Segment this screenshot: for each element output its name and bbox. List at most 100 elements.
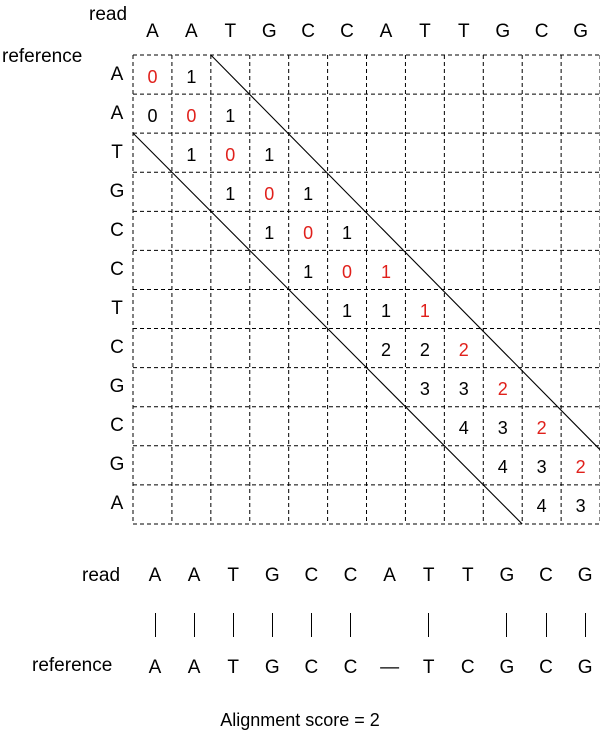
alignment-read-label: read [82,565,121,586]
alignment-reference-base-9: C [460,657,475,678]
read-base-10: G [495,21,511,42]
read-base-5: C [301,21,315,42]
alignment-match-bar [350,613,351,637]
alignment-read-base-5: C [304,565,319,586]
read-base-11: C [534,21,549,42]
matrix-cell-6-7: 1 [419,301,430,322]
read-axis-label: read [89,4,128,25]
alignment-read-base-10: G [499,565,515,586]
alignment-read-base-11: C [539,565,553,586]
matrix-cell-6-5: 1 [342,301,353,322]
matrix-cell-2-3: 1 [264,144,275,165]
reference-base-5: C [110,219,124,241]
matrix-cell-3-4: 1 [303,183,314,204]
reference-base-12: A [110,493,124,515]
alignment-match-bar [545,613,547,637]
alignment-reference-base-6: C [343,657,358,678]
matrix-cell-2-1: 1 [186,144,197,165]
read-base-1: A [146,21,159,42]
matrix-cell-0-1: 1 [186,66,197,87]
dp-matrix-grid [132,54,600,525]
alignment-match-bar [193,613,195,637]
matrix-cell-0-0: 0 [147,66,158,87]
alignment-reference-base-10: G [499,657,515,678]
matrix-cell-4-5: 1 [342,222,353,243]
reference-axis-label: reference [2,46,83,67]
alignment-read-base-4: G [264,565,280,586]
alignment-match-bar [428,613,430,637]
reference-base-6: C [110,258,124,280]
alignment-read-base-2: A [187,565,201,586]
read-base-8: T [419,21,431,42]
alignment-reference-base-12: G [577,657,593,678]
matrix-cell-4-4: 0 [303,222,314,243]
matrix-cell-4-3: 1 [264,222,275,243]
matrix-cell-11-10: 4 [536,496,547,517]
matrix-cell-8-9: 2 [497,379,508,400]
alignment-score: Alignment score = 2 [220,710,380,730]
matrix-cell-1-2: 1 [225,105,236,126]
alignment-match-bar [232,613,234,637]
matrix-cell-10-9: 4 [497,457,508,478]
matrix-cell-3-2: 1 [225,183,236,204]
matrix-cell-1-1: 0 [186,105,197,126]
alignment-read-base-3: T [227,565,239,586]
matrix-cell-5-6: 1 [380,261,391,282]
matrix-cell-6-6: 1 [380,301,391,322]
matrix-cell-2-2: 0 [225,144,236,165]
read-base-4: G [261,21,277,42]
reference-base-3: T [111,141,123,163]
reference-base-10: C [110,415,124,437]
alignment-match-bar [271,613,273,637]
reference-base-4: G [109,180,125,202]
alignment-read-base-9: T [461,565,474,586]
matrix-cell-1-0: 0 [147,105,158,126]
alignment-reference-base-1: A [148,657,162,678]
reference-base-7: T [111,298,123,320]
alignment-match-bar [506,613,508,637]
matrix-cell-9-10: 2 [536,418,547,439]
read-base-2: A [185,21,198,42]
read-base-3: T [224,21,237,42]
reference-base-1: A [110,63,124,85]
alignment-match-bar [310,613,312,637]
reference-base-2: A [110,102,124,124]
matrix-cell-9-9: 3 [497,418,508,439]
matrix-cell-9-8: 4 [458,418,469,439]
matrix-cell-8-8: 3 [458,379,469,400]
alignment-reference-base-4: G [264,657,280,678]
alignment-read-base-8: T [422,565,435,586]
matrix-cell-7-8: 2 [458,340,469,361]
read-base-9: T [458,21,470,42]
reference-base-8: C [110,337,124,359]
alignment-gap: — [380,657,400,678]
reference-base-11: G [109,454,125,476]
alignment-reference-base-2: A [187,657,201,678]
alignment-match-bar [154,613,156,637]
reference-base-9: G [109,376,125,398]
matrix-cell-3-3: 0 [264,183,275,204]
read-base-12: G [573,21,588,42]
band-lower-boundary [132,132,523,525]
alignment-read-base-6: C [343,565,358,586]
matrix-cell-5-5: 0 [342,261,353,282]
alignment-reference-base-11: C [539,657,553,678]
matrix-cell-7-6: 2 [380,340,391,361]
matrix-cell-7-7: 2 [419,340,430,361]
matrix-cell-10-10: 3 [536,457,547,478]
matrix-cell-8-7: 3 [419,379,430,400]
alignment-reference-base-8: T [422,657,435,678]
alignment-read-base-12: G [577,565,593,586]
matrix-cell-5-4: 1 [303,261,314,282]
read-base-6: C [340,21,354,42]
read-base-7: A [379,21,393,42]
alignment-match-bar [584,613,586,637]
alignment-reference-base-3: T [227,657,239,678]
alignment-reference-label: reference [32,655,113,676]
band-upper-boundary [210,54,600,451]
alignment-read-base-1: A [148,565,162,586]
matrix-cell-11-11: 3 [575,496,586,517]
alignment-reference-base-5: C [304,657,319,678]
alignment-read-base-7: A [383,565,396,586]
matrix-cell-10-11: 2 [575,457,586,478]
